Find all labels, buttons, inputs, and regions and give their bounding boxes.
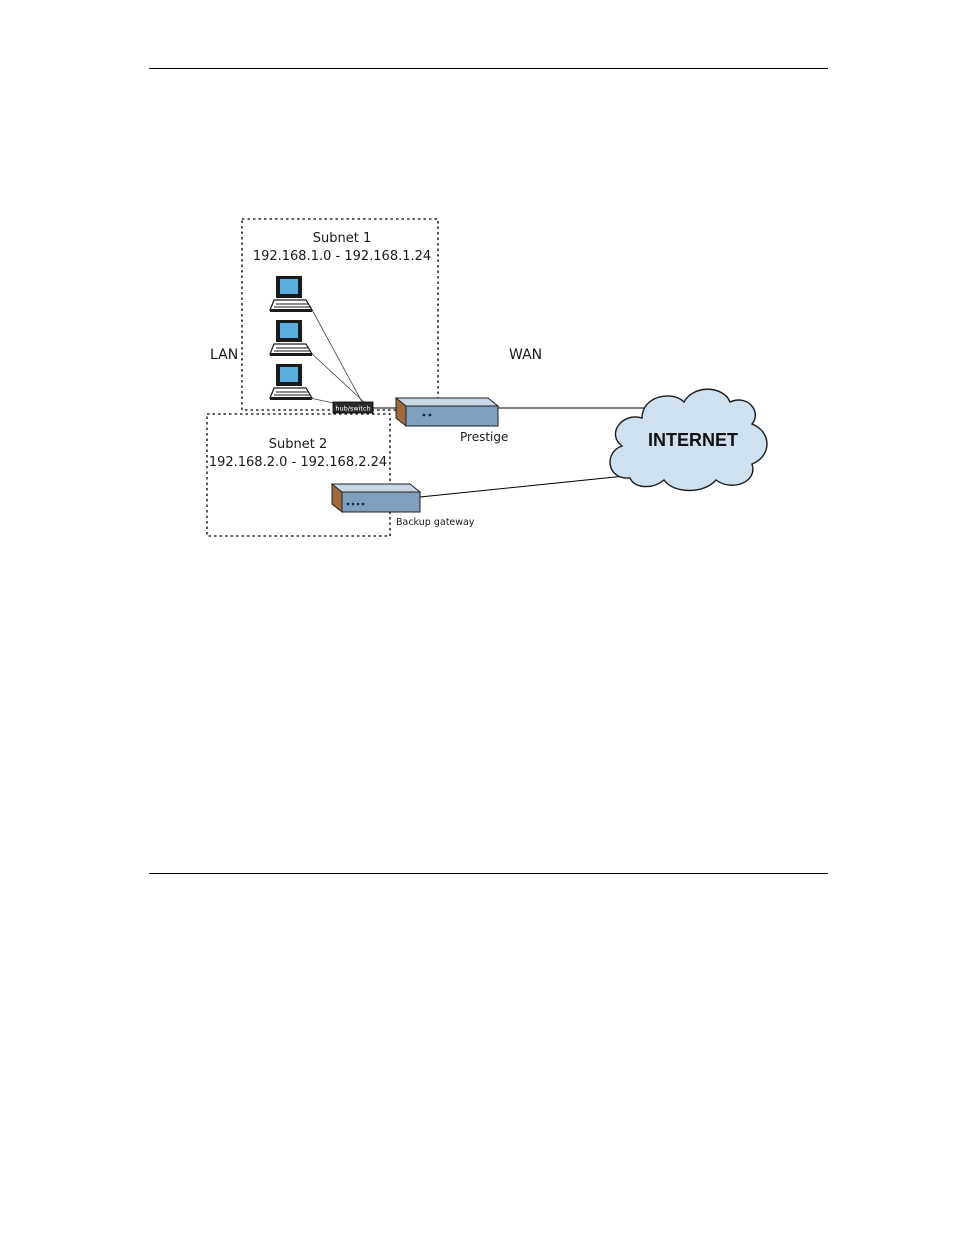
internet-label: INTERNET: [648, 430, 738, 450]
hub-label: hub/switch: [335, 405, 370, 413]
router-icon: [332, 484, 420, 512]
subnet-2-name: Subnet 2: [269, 437, 327, 452]
lan-label: LAN: [210, 347, 238, 363]
prestige-label: Prestige: [460, 430, 508, 444]
subnet-1-boundary: [242, 219, 438, 410]
subnet-2-range: 192.168.2.0 - 192.168.2.24: [209, 455, 387, 470]
subnet-1-name: Subnet 1: [313, 231, 371, 246]
cable-pc1-hub: [310, 306, 362, 402]
cable-pc2-hub: [310, 352, 364, 402]
footer-rule: [149, 873, 828, 874]
cable-backup-internet: [420, 476, 625, 497]
backup-gateway-label: Backup gateway: [396, 517, 475, 528]
wan-label: WAN: [509, 347, 542, 363]
computer-icon: [270, 276, 312, 312]
computer-icon: [270, 320, 312, 356]
hub-icon: hub/switch: [333, 402, 373, 413]
subnet-1-range: 192.168.1.0 - 192.168.1.24: [253, 249, 431, 264]
cloud-icon: INTERNET: [610, 389, 767, 490]
computer-icon: [270, 364, 312, 400]
router-icon: [396, 398, 498, 426]
subnet-2-boundary: [207, 414, 390, 536]
